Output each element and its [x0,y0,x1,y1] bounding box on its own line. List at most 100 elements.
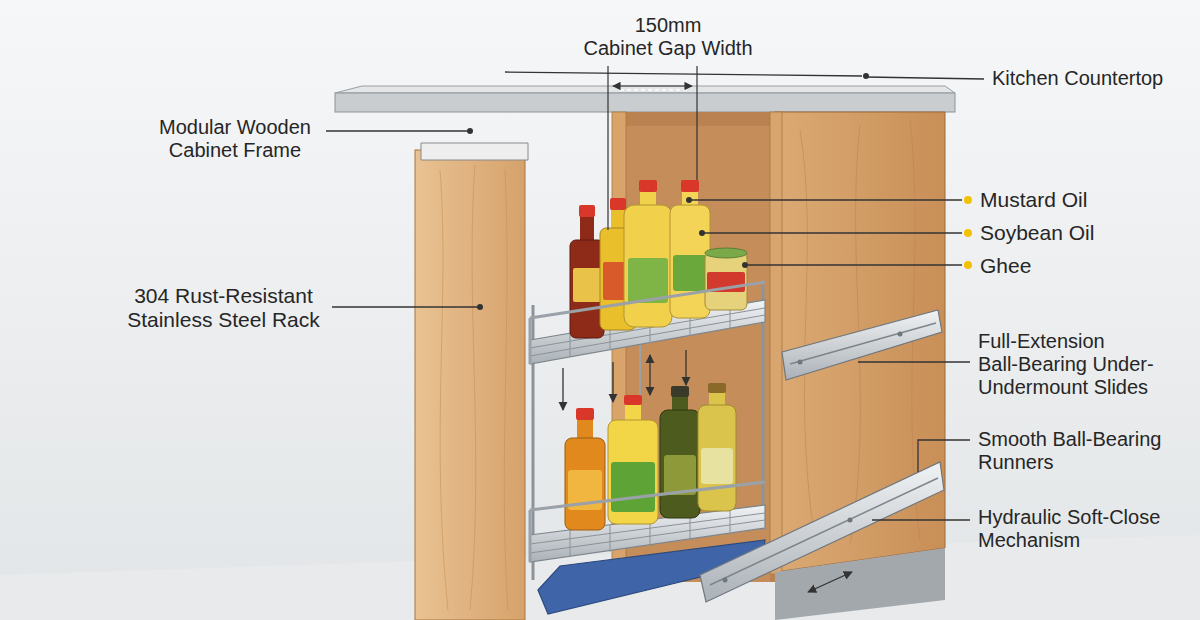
ingredient-label: Mustard Oil [980,188,1180,212]
callout-label: Smooth Ball-Bearing Runners [978,428,1168,474]
motion-arrow [612,362,613,402]
dimension-arrow [613,85,692,86]
bottle-cap [708,383,726,393]
ghee-tin [705,252,747,310]
text-run: Width [701,37,752,59]
bottle-neck [580,215,594,243]
callout-label: Hydraulic Soft-Close Mechanism [978,506,1168,552]
rack-rail [529,510,532,562]
bullet-dot [964,229,972,237]
text-run: 304 [134,284,169,307]
bottle-label [611,462,655,512]
extension-line [607,66,608,230]
cabinet-front-edge [770,112,782,574]
text-run: Modular [159,116,231,138]
text-run: Undermount [978,376,1088,398]
countertop-edge [335,93,955,112]
text-run: Mechanism [978,529,1080,551]
motion-arrow [685,350,686,385]
text-run: Ghee [980,254,1031,277]
bottle-neck [672,395,688,412]
rack-rail [530,282,765,318]
bottle-label [701,448,733,484]
leader-line [745,264,962,265]
text-run: Steel [218,308,266,331]
bottle-label [573,268,601,302]
text-run: Runners [978,451,1054,473]
rack-rail [529,318,532,364]
bottle-body [624,205,672,327]
bottle-body [670,205,710,318]
text-run: Frame [243,139,301,161]
leader-line [702,232,962,233]
bottle-cap [639,180,657,192]
dimension-guide [620,89,690,91]
text-run: Countertop [1064,67,1163,89]
text-run: Rack [272,308,320,331]
countertop-top [335,86,955,93]
panel-cap [421,143,528,160]
bottle-cap [610,198,626,210]
bottle-cap [624,395,642,405]
slide-groove [790,323,936,364]
bottle-label [628,258,668,303]
leader-line [918,440,970,472]
callout-label: Full-Extension Ball-Bearing Under- Under… [978,330,1168,399]
tin-lid [705,248,747,258]
bottle-body [660,410,700,518]
leader-line [689,199,962,200]
text-run: Ball-Bearing [1053,428,1162,450]
lower-runner [700,462,944,602]
bottle-body [608,420,658,524]
dimension-value: 150mm [568,14,768,37]
bottle-neck [577,418,593,440]
text-run: Oil [1062,188,1088,211]
text-run: Ball-Bearing [978,353,1087,375]
runner-hole [723,578,728,583]
bottle-body [570,240,604,338]
ingredient-label: Soybean Oil [980,221,1180,245]
text-run: Hydraulic [978,506,1061,528]
text-run: Rust-Resistant [175,284,313,307]
text-run: Wooden [237,116,311,138]
runner-hole [848,518,853,523]
leader-line [326,130,470,131]
text-run: Gap [658,37,696,59]
slide-hole [898,332,903,337]
text-run: Oil [1069,221,1095,244]
bottle-cap [671,386,689,397]
text-run: Mustard [980,188,1056,211]
text-run: Stainless [127,308,212,331]
upper-slide [782,310,942,380]
motion-arrow [649,355,650,395]
bullet-dot [964,261,972,269]
text-run: Smooth [978,428,1047,450]
callout-label: Kitchen Countertop [992,67,1192,90]
slide-hole [798,360,803,365]
text-run: Cabinet [584,37,653,59]
leader-dot [467,128,473,134]
rack-rail [530,482,765,510]
leader-line [866,77,984,79]
extension-line [696,66,697,180]
text-run: Full-Extension [978,330,1105,352]
leader-line [332,306,480,307]
text-run: Under- [1093,353,1154,375]
cabinet-plinth [775,548,945,620]
leader-dot [863,73,869,79]
text-run: Cabinet [169,139,238,161]
bottle-label [673,255,707,291]
bullet-dot [964,196,972,204]
wood-grain [440,165,508,610]
bottle-cap [681,180,699,192]
callout-label: 304 Rust-Resistant Stainless Steel Rack [121,284,326,332]
bottle-neck [611,208,625,230]
dimension-line [505,72,862,76]
runner-groove [710,478,938,585]
motion-arrow [562,368,563,410]
text-run: Slides [1094,376,1148,398]
bottle-cap [579,205,595,217]
